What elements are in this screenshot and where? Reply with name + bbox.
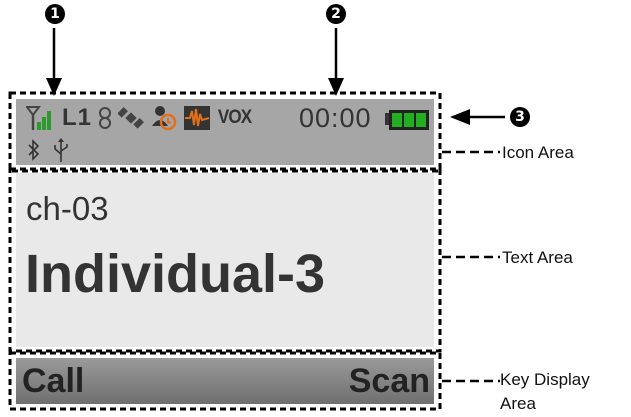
usb-icon	[54, 138, 68, 162]
contact-name: Individual-3	[25, 244, 326, 304]
arrow-2-head	[328, 78, 344, 96]
icon-area: L1 VOX 00:00	[16, 99, 434, 165]
bluetooth-icon	[28, 139, 40, 161]
key-display-area-label: Key Display	[500, 370, 590, 389]
key-display-area: Call Scan	[16, 358, 434, 404]
text-area-label: Text Area	[502, 248, 573, 267]
callout-2: 2	[326, 4, 346, 24]
signal-strength-icon	[26, 106, 51, 130]
audio-icon	[184, 106, 211, 130]
arrow-3-head	[450, 109, 470, 125]
timer: 00:00	[299, 103, 372, 133]
callout-3: 3	[510, 107, 530, 127]
link-icon	[99, 107, 112, 129]
call-key-label[interactable]: Call	[22, 362, 85, 400]
battery-icon	[385, 110, 429, 130]
key-display-area-label-2: Area	[500, 394, 536, 413]
text-area: ch-03 Individual-3	[16, 173, 434, 347]
channel-label: ch-03	[26, 190, 109, 227]
callout-1: 1	[45, 4, 65, 24]
vox-label: VOX	[217, 107, 252, 128]
icon-area-label: Icon Area	[502, 143, 574, 162]
icon-area-outline	[8, 91, 442, 173]
text-area-outline	[8, 167, 442, 353]
status-icons-row: L1 VOX	[26, 103, 253, 133]
mode-label: L1	[62, 104, 93, 131]
arrow-1-head	[46, 78, 62, 96]
user-timer-icon	[152, 106, 177, 131]
key-area-outline	[8, 351, 442, 411]
scan-key-label[interactable]: Scan	[348, 362, 430, 400]
satellite-icon	[118, 107, 144, 129]
